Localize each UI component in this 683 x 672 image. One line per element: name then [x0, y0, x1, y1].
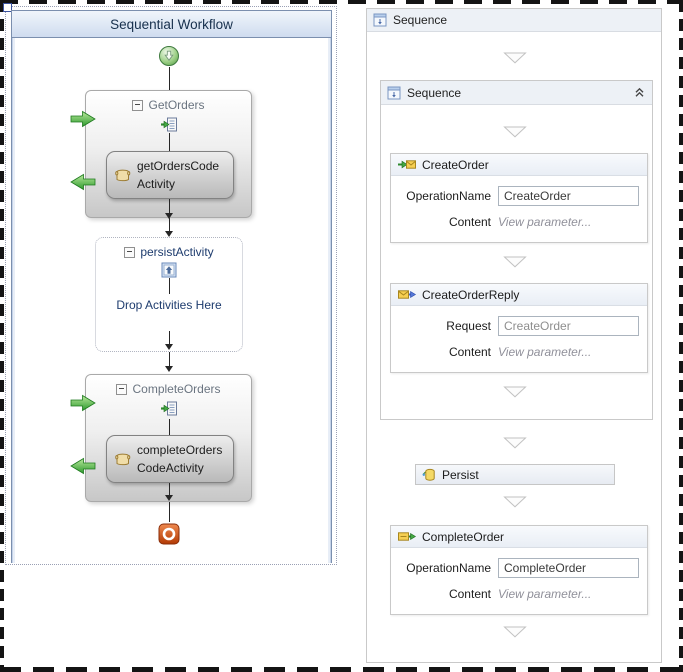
content-label: Content	[448, 215, 491, 229]
persist-database-icon	[422, 468, 436, 482]
sequence-icon	[373, 13, 387, 27]
start-arrow-icon	[158, 45, 180, 67]
drop-target-triangle-icon	[503, 256, 527, 268]
drop-target-triangle-icon	[503, 437, 527, 449]
collapse-minus-icon[interactable]	[132, 99, 144, 111]
persist-activity-title: persistActivity	[140, 245, 214, 259]
connector-line	[169, 483, 170, 495]
send-reply-envelope-icon	[398, 289, 416, 300]
complete-order-title: CompleteOrder	[422, 529, 505, 544]
send-envelope-green-icon	[398, 531, 416, 542]
complete-orders-title: CompleteOrders	[132, 382, 221, 396]
connector-arrowhead	[165, 495, 173, 501]
image-dashed-border-top	[0, 0, 683, 4]
green-arrow-left-icon	[70, 457, 96, 475]
inner-sequence-header[interactable]: Sequence	[381, 81, 652, 105]
inner-sequence-title: Sequence	[407, 85, 462, 100]
activity-get-orders-code[interactable]: getOrdersCodeActivity	[106, 151, 234, 199]
create-order-title: CreateOrder	[422, 157, 489, 172]
get-orders-code-label: getOrdersCodeActivity	[137, 159, 220, 191]
operation-name-input[interactable]	[498, 186, 639, 206]
connector-line	[169, 331, 170, 344]
outer-sequence-title: Sequence	[393, 13, 448, 27]
frame-left-edge	[11, 38, 15, 563]
green-arrow-right-icon	[70, 110, 96, 128]
drop-target-triangle-icon	[503, 52, 527, 64]
operation-name-label: OperationName	[406, 561, 491, 575]
view-parameter-link[interactable]: View parameter...	[498, 215, 592, 229]
receive-document-icon	[86, 401, 251, 416]
connector-line	[169, 502, 170, 522]
connector-line	[169, 133, 170, 151]
activity-create-order[interactable]: CreateOrder OperationName Content View p…	[390, 153, 648, 243]
drop-target-triangle-icon	[503, 126, 527, 138]
stop-icon	[158, 523, 180, 545]
content-label: Content	[448, 587, 491, 601]
green-arrow-left-icon	[70, 173, 96, 191]
view-parameter-link[interactable]: View parameter...	[498, 345, 592, 359]
request-label: Request	[446, 319, 491, 333]
collapse-minus-icon[interactable]	[124, 246, 136, 258]
workflow-selection-border	[5, 6, 337, 565]
connector-line	[169, 218, 170, 231]
complete-order-header[interactable]: CompleteOrder	[391, 526, 647, 548]
receive-envelope-icon	[398, 159, 416, 170]
sequential-workflow-title: Sequential Workflow	[110, 16, 233, 32]
sequential-workflow-header[interactable]: Sequential Workflow	[11, 10, 332, 38]
image-dashed-border-right	[679, 0, 683, 672]
outer-sequence-header[interactable]: Sequence	[367, 9, 661, 32]
activity-persist-bar[interactable]: Persist	[415, 464, 615, 485]
connector-line	[169, 278, 170, 294]
connector-arrowhead	[165, 366, 173, 372]
activity-complete-orders-code[interactable]: completeOrdersCodeActivity	[106, 435, 234, 483]
get-orders-title: GetOrders	[148, 98, 205, 112]
create-order-reply-header[interactable]: CreateOrderReply	[391, 284, 647, 306]
collapse-minus-icon[interactable]	[116, 383, 128, 395]
connector-line	[169, 67, 170, 90]
content-label: Content	[448, 345, 491, 359]
request-input[interactable]	[498, 316, 639, 336]
collapse-double-chevron-icon[interactable]	[633, 86, 646, 99]
view-parameter-link[interactable]: View parameter...	[498, 587, 592, 601]
connector-arrowhead	[165, 231, 173, 237]
operation-name-input[interactable]	[498, 558, 639, 578]
image-dashed-border-bottom	[0, 667, 683, 672]
drop-target-triangle-icon	[503, 386, 527, 398]
activity-get-orders[interactable]: GetOrders getOrdersCodeActivity	[85, 90, 252, 219]
code-scroll-icon	[113, 451, 132, 467]
connector-line	[169, 352, 170, 366]
activity-complete-orders[interactable]: CompleteOrders completeOrdersCodeActivit…	[85, 374, 252, 502]
sequence-icon	[387, 86, 401, 100]
workflow-selection-handle[interactable]	[3, 3, 12, 12]
activity-create-order-reply[interactable]: CreateOrderReply Request Content View pa…	[390, 283, 648, 373]
connector-arrowhead	[165, 213, 173, 219]
connector-arrowhead	[165, 344, 173, 350]
code-scroll-icon	[113, 167, 132, 183]
complete-orders-code-label: completeOrdersCodeActivity	[137, 443, 223, 475]
sequential-workflow-frame: Sequential Workflow	[11, 10, 332, 563]
frame-right-edge	[328, 38, 332, 563]
persist-title: Persist	[442, 467, 479, 482]
activity-complete-order[interactable]: CompleteOrder OperationName Content View…	[390, 525, 648, 615]
persist-crate-icon	[96, 262, 242, 278]
drop-target-triangle-icon	[503, 626, 527, 638]
create-order-header[interactable]: CreateOrder	[391, 154, 647, 176]
connector-line	[169, 199, 170, 213]
receive-document-icon	[86, 117, 251, 132]
green-arrow-right-icon	[70, 394, 96, 412]
drop-activities-hint: Drop Activities Here	[116, 298, 222, 312]
connector-line	[169, 419, 170, 435]
image-dashed-border-left	[0, 0, 4, 672]
operation-name-label: OperationName	[406, 189, 491, 203]
activity-persist[interactable]: persistActivity Drop Activities Here	[95, 237, 243, 352]
drop-target-triangle-icon	[503, 496, 527, 508]
create-order-reply-title: CreateOrderReply	[422, 287, 520, 302]
